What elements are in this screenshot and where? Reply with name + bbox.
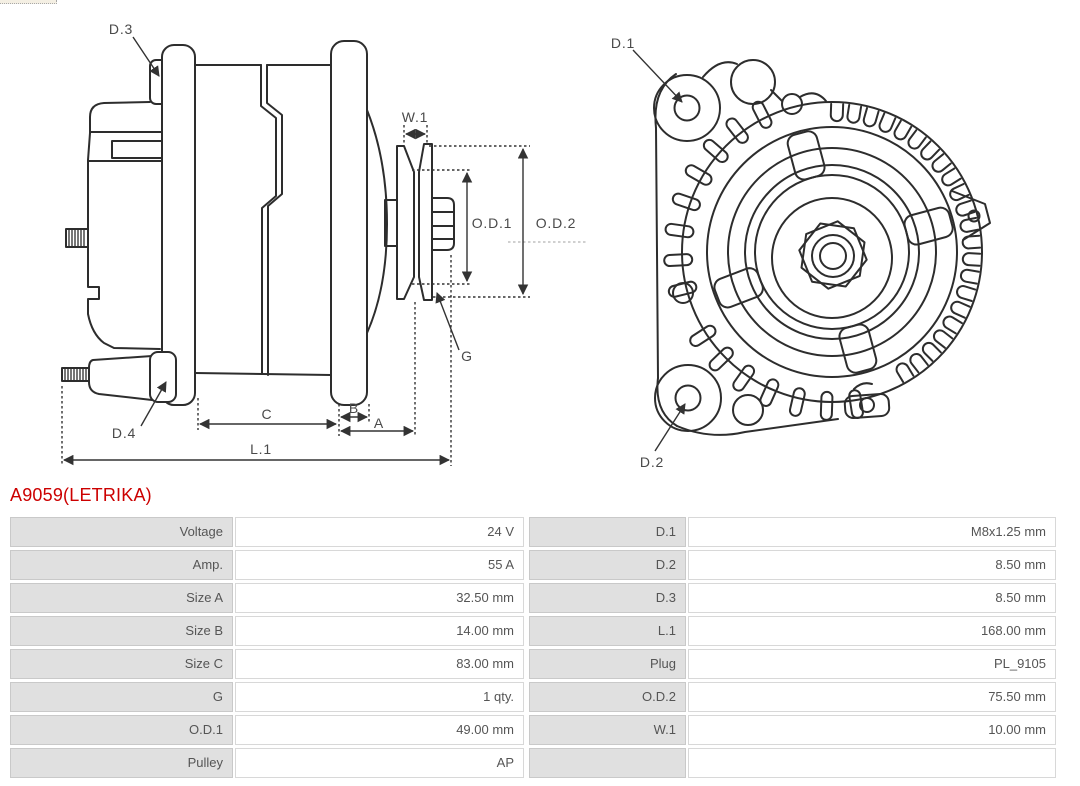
dim-label-g: G: [461, 348, 473, 364]
front-view-drawing: [653, 59, 991, 436]
clipped-element-fragment: [0, 0, 57, 4]
rear-housing: [87, 101, 163, 350]
spec-value: 55 A: [235, 550, 524, 580]
front-view-dimensions: [632, 49, 686, 452]
rear-bracket-band: [161, 44, 196, 406]
terminal-stud-lower: [61, 367, 91, 382]
mount-lug-d4: [88, 355, 153, 401]
spec-label: D.3: [529, 583, 686, 613]
spec-value: 1 qty.: [235, 682, 524, 712]
spec-value: M8x1.25 mm: [688, 517, 1056, 547]
spec-label: W.1: [529, 715, 686, 745]
side-view-drawing: [61, 40, 455, 406]
dim-label-l1: L.1: [250, 441, 272, 457]
dim-label-w1: W.1: [402, 109, 429, 125]
main-body: [194, 64, 332, 376]
spec-value: 14.00 mm: [235, 616, 524, 646]
spec-value: 168.00 mm: [688, 616, 1056, 646]
spec-label: O.D.1: [10, 715, 233, 745]
spec-label: Voltage: [10, 517, 233, 547]
spec-label: Size A: [10, 583, 233, 613]
spec-value: 8.50 mm: [688, 583, 1056, 613]
shaft-nut: [798, 220, 868, 290]
mount-lug-d4-front: [149, 351, 177, 403]
spec-label: Amp.: [10, 550, 233, 580]
spec-value: 8.50 mm: [688, 550, 1056, 580]
spec-value: 32.50 mm: [235, 583, 524, 613]
front-bracket-band: [330, 40, 368, 406]
dim-label-d2: D.2: [640, 454, 664, 470]
part-number: A9059(LETRIKA): [10, 485, 152, 505]
spec-label: Pulley: [10, 748, 233, 778]
dim-label-od1: O.D.1: [472, 215, 513, 231]
dim-label-d1: D.1: [611, 35, 635, 51]
scallop-ring: [829, 102, 982, 383]
spec-value: [688, 748, 1056, 778]
spec-value: 49.00 mm: [235, 715, 524, 745]
spec-value: 83.00 mm: [235, 649, 524, 679]
spec-label: [529, 748, 686, 778]
spec-label: Plug: [529, 649, 686, 679]
side-view-dimensions: [61, 36, 586, 466]
terminal-stud-upper: [65, 228, 89, 248]
dim-label-od2: O.D.2: [536, 215, 577, 231]
spec-table-right: D.1 M8x1.25 mm D.2 8.50 mm D.3 8.50 mm L…: [529, 517, 1056, 778]
spec-label: D.2: [529, 550, 686, 580]
spec-label: Size B: [10, 616, 233, 646]
technical-drawing: D.3 W.1 O.D.1 O.D.2 G D.4 C B A L.1: [61, 21, 991, 470]
front-face-arc: [366, 109, 388, 334]
spec-label: Size C: [10, 649, 233, 679]
spec-label: G: [10, 682, 233, 712]
pulley: [396, 143, 455, 301]
spec-table-left: Voltage 24 V Amp. 55 A Size A 32.50 mm S…: [10, 517, 524, 778]
dim-label-c: C: [262, 406, 273, 422]
dim-label-b: B: [349, 400, 359, 416]
spec-value: 10.00 mm: [688, 715, 1056, 745]
dim-label-d3: D.3: [109, 21, 133, 37]
spec-value: PL_9105: [688, 649, 1056, 679]
spec-value: 24 V: [235, 517, 524, 547]
spec-label: O.D.2: [529, 682, 686, 712]
dim-label-a: A: [374, 415, 384, 431]
spec-value: AP: [235, 748, 524, 778]
front-view-rings: [662, 98, 983, 422]
dim-label-d4: D.4: [112, 425, 136, 441]
spec-label: L.1: [529, 616, 686, 646]
mounting-ears: [653, 59, 991, 436]
spec-value: 75.50 mm: [688, 682, 1056, 712]
spec-label: D.1: [529, 517, 686, 547]
